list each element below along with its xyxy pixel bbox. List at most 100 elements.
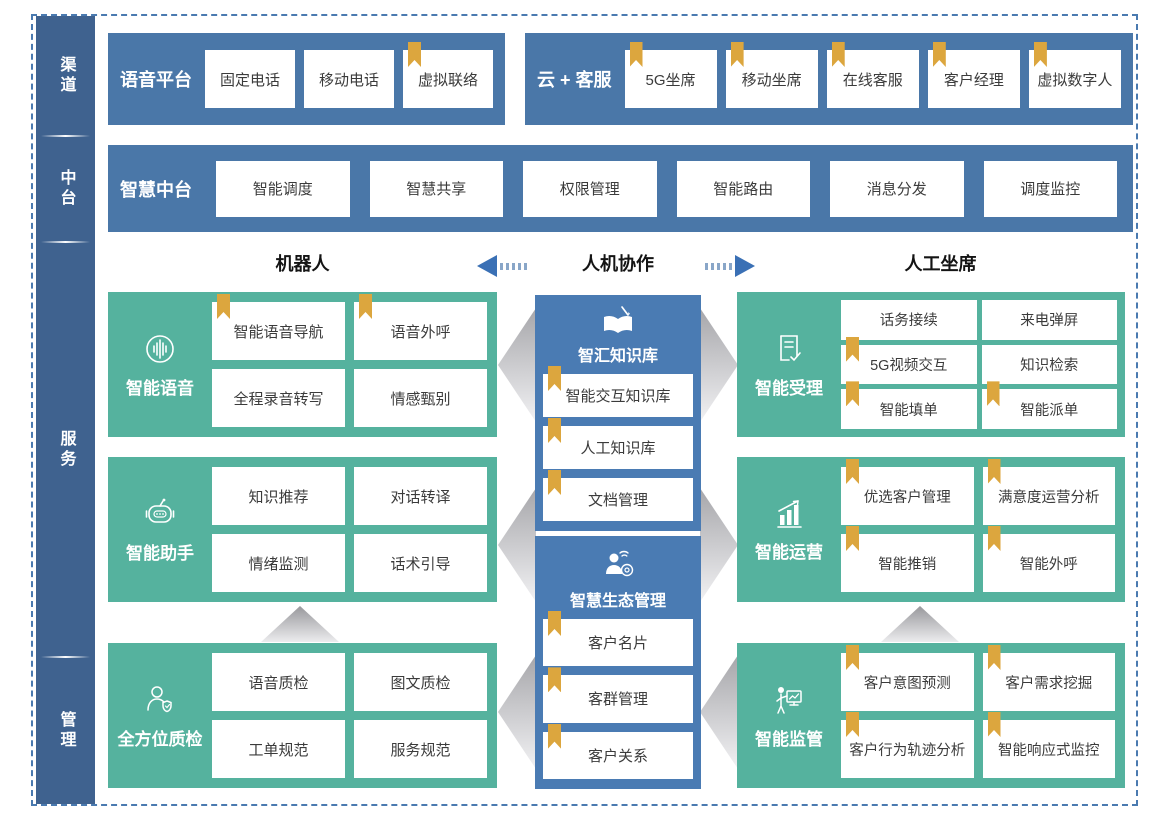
feature-box[interactable]: 客户行为轨迹分析 bbox=[841, 712, 974, 778]
robot-icon bbox=[142, 496, 178, 532]
feature-box[interactable]: 智能填单 bbox=[841, 381, 977, 429]
feature-box[interactable]: 服务规范 bbox=[354, 720, 487, 778]
bookmark-icon bbox=[548, 667, 561, 693]
block-title: 智慧生态管理 bbox=[569, 593, 666, 610]
sidebar-item-service[interactable]: 服务 bbox=[36, 243, 95, 656]
feature-box[interactable]: 消息分发 bbox=[830, 160, 964, 217]
feature-box[interactable]: 智能响应式监控 bbox=[982, 712, 1115, 778]
feature-box[interactable]: 话务接续 bbox=[841, 300, 977, 340]
bookmark-icon bbox=[548, 418, 561, 443]
band-title: 云 + 客服 bbox=[537, 70, 612, 90]
feature-box[interactable]: 对话转译 bbox=[354, 467, 487, 525]
feature-box[interactable]: 客户需求挖掘 bbox=[982, 645, 1115, 711]
bookmark-icon bbox=[548, 611, 561, 636]
block-label: 智能受理 bbox=[737, 292, 841, 437]
feature-label: 客户意图预测 bbox=[863, 675, 951, 692]
feature-box[interactable]: 客群管理 bbox=[543, 667, 693, 723]
feature-box[interactable]: 知识检索 bbox=[981, 344, 1117, 385]
voice-icon bbox=[142, 331, 178, 367]
block-label: 智能助手 bbox=[108, 457, 212, 602]
feature-box[interactable]: 语音外呼 bbox=[354, 294, 487, 360]
inspector-icon bbox=[142, 682, 178, 718]
feature-label: 话务接续 bbox=[879, 313, 938, 330]
sidebar-item-management[interactable]: 管理 bbox=[36, 658, 95, 804]
feature-box[interactable]: 智能交互知识库 bbox=[543, 366, 693, 417]
monitor-presenter-icon bbox=[771, 682, 807, 718]
block-quality-inspection: 全方位质检 语音质检 图文质检工单规范服务规范 bbox=[108, 643, 497, 788]
feature-label: 5G视频交互 bbox=[870, 357, 948, 374]
feature-box[interactable]: 图文质检 bbox=[354, 653, 487, 711]
feature-box[interactable]: 优选客户管理 bbox=[841, 459, 974, 525]
feature-box[interactable]: 智能外呼 bbox=[982, 526, 1115, 592]
feature-box[interactable]: 语音质检 bbox=[212, 653, 345, 711]
feature-box[interactable]: 5G视频交互 bbox=[841, 336, 977, 385]
feature-label: 优选客户管理 bbox=[863, 489, 951, 506]
feature-box[interactable]: 智慧共享 bbox=[369, 160, 503, 217]
sidebar-label: 管理 bbox=[57, 711, 75, 751]
feature-label: 客户关系 bbox=[587, 747, 648, 765]
block-smart-operations: 智能运营 优选客户管理 满意度运营分析智能推销智能外呼 bbox=[737, 457, 1125, 602]
feature-box[interactable]: 工单规范 bbox=[212, 720, 345, 778]
smart-assistant-items: 知识推荐对话转译情绪监测 话术引导 bbox=[212, 457, 497, 602]
feature-box[interactable]: 客户经理 bbox=[927, 42, 1020, 108]
block-title: 智能受理 bbox=[755, 378, 823, 398]
feature-box[interactable]: 固定电话 bbox=[205, 50, 295, 108]
feature-box[interactable]: 智能推销 bbox=[841, 526, 974, 592]
feature-box[interactable]: 文档管理 bbox=[543, 470, 693, 521]
feature-box[interactable]: 全程录音转写 bbox=[212, 369, 345, 427]
feature-label: 满意度运营分析 bbox=[998, 489, 1100, 506]
sidebar-item-channel[interactable]: 渠道 bbox=[36, 16, 95, 135]
feature-box[interactable]: 在线客服 bbox=[826, 42, 919, 108]
sidebar-label: 渠道 bbox=[57, 55, 75, 96]
feature-box[interactable]: 情感甄别 bbox=[354, 369, 487, 427]
block-title: 全方位质检 bbox=[117, 729, 203, 749]
dashed-tail-icon bbox=[705, 262, 732, 270]
sidebar-item-midplatform[interactable]: 中台 bbox=[36, 137, 95, 241]
bookmark-icon bbox=[548, 470, 561, 495]
feature-box[interactable]: 移动电话 bbox=[304, 50, 394, 108]
sidebar-label: 中台 bbox=[57, 169, 75, 209]
sidebar-label: 服务 bbox=[57, 429, 75, 470]
block-knowledge-base: 智汇知识库 智能交互知识库人工知识库文档管理 bbox=[535, 295, 701, 531]
feature-box[interactable]: 移动坐席 bbox=[725, 42, 818, 108]
band-title: 智慧中台 bbox=[120, 179, 192, 200]
feature-box[interactable]: 智能路由 bbox=[676, 160, 810, 217]
bookmark-icon bbox=[629, 42, 643, 67]
left-flow-arrow bbox=[477, 255, 527, 277]
feature-box[interactable]: 智能语音导航 bbox=[212, 294, 345, 360]
bookmark-icon bbox=[217, 294, 230, 319]
feature-label: 话术引导 bbox=[390, 555, 451, 573]
feature-box[interactable]: 来电弹屏 bbox=[981, 300, 1117, 340]
block-title: 智汇知识库 bbox=[577, 348, 658, 365]
block-label: 全方位质检 bbox=[108, 643, 212, 788]
feature-box[interactable]: 虚拟数字人 bbox=[1028, 42, 1121, 108]
cloud-service-band: 云 + 客服 5G坐席移动坐席在线客服客户经理虚拟数字人 bbox=[525, 33, 1133, 125]
feature-box[interactable]: 智能派单 bbox=[981, 381, 1117, 429]
feature-box[interactable]: 情绪监测 bbox=[212, 534, 345, 592]
feature-box[interactable]: 5G坐席 bbox=[624, 42, 717, 108]
feature-box[interactable]: 人工知识库 bbox=[543, 418, 693, 469]
feature-box[interactable]: 客户关系 bbox=[543, 723, 693, 779]
feature-label: 权限管理 bbox=[559, 181, 620, 198]
bookmark-icon bbox=[987, 526, 1001, 551]
feature-box[interactable]: 虚拟联络 bbox=[403, 42, 493, 108]
feature-label: 智能派单 bbox=[1020, 402, 1079, 419]
feature-label: 图文质检 bbox=[390, 674, 451, 692]
feature-box[interactable]: 智能调度 bbox=[216, 160, 350, 217]
feature-box[interactable]: 客户名片 bbox=[543, 611, 693, 667]
feature-box[interactable]: 权限管理 bbox=[523, 160, 657, 217]
feature-box[interactable]: 知识推荐 bbox=[212, 467, 345, 525]
feature-label: 智能交互知识库 bbox=[565, 388, 671, 405]
divider bbox=[41, 656, 90, 658]
block-label: 智能运营 bbox=[737, 457, 841, 602]
feature-box[interactable]: 话术引导 bbox=[354, 534, 487, 592]
feature-box[interactable]: 满意度运营分析 bbox=[982, 459, 1115, 525]
smart-operations-items: 优选客户管理 满意度运营分析智能推销智能外呼 bbox=[841, 457, 1125, 602]
layer-sidebar: 渠道 中台 服务 管理 bbox=[36, 16, 95, 804]
bookmark-icon bbox=[831, 42, 845, 67]
feature-box[interactable]: 调度监控 bbox=[983, 160, 1117, 217]
feature-box[interactable]: 客户意图预测 bbox=[841, 645, 974, 711]
person-network-icon bbox=[598, 546, 638, 584]
bookmark-icon bbox=[932, 42, 946, 67]
bookmark-icon bbox=[846, 381, 859, 407]
